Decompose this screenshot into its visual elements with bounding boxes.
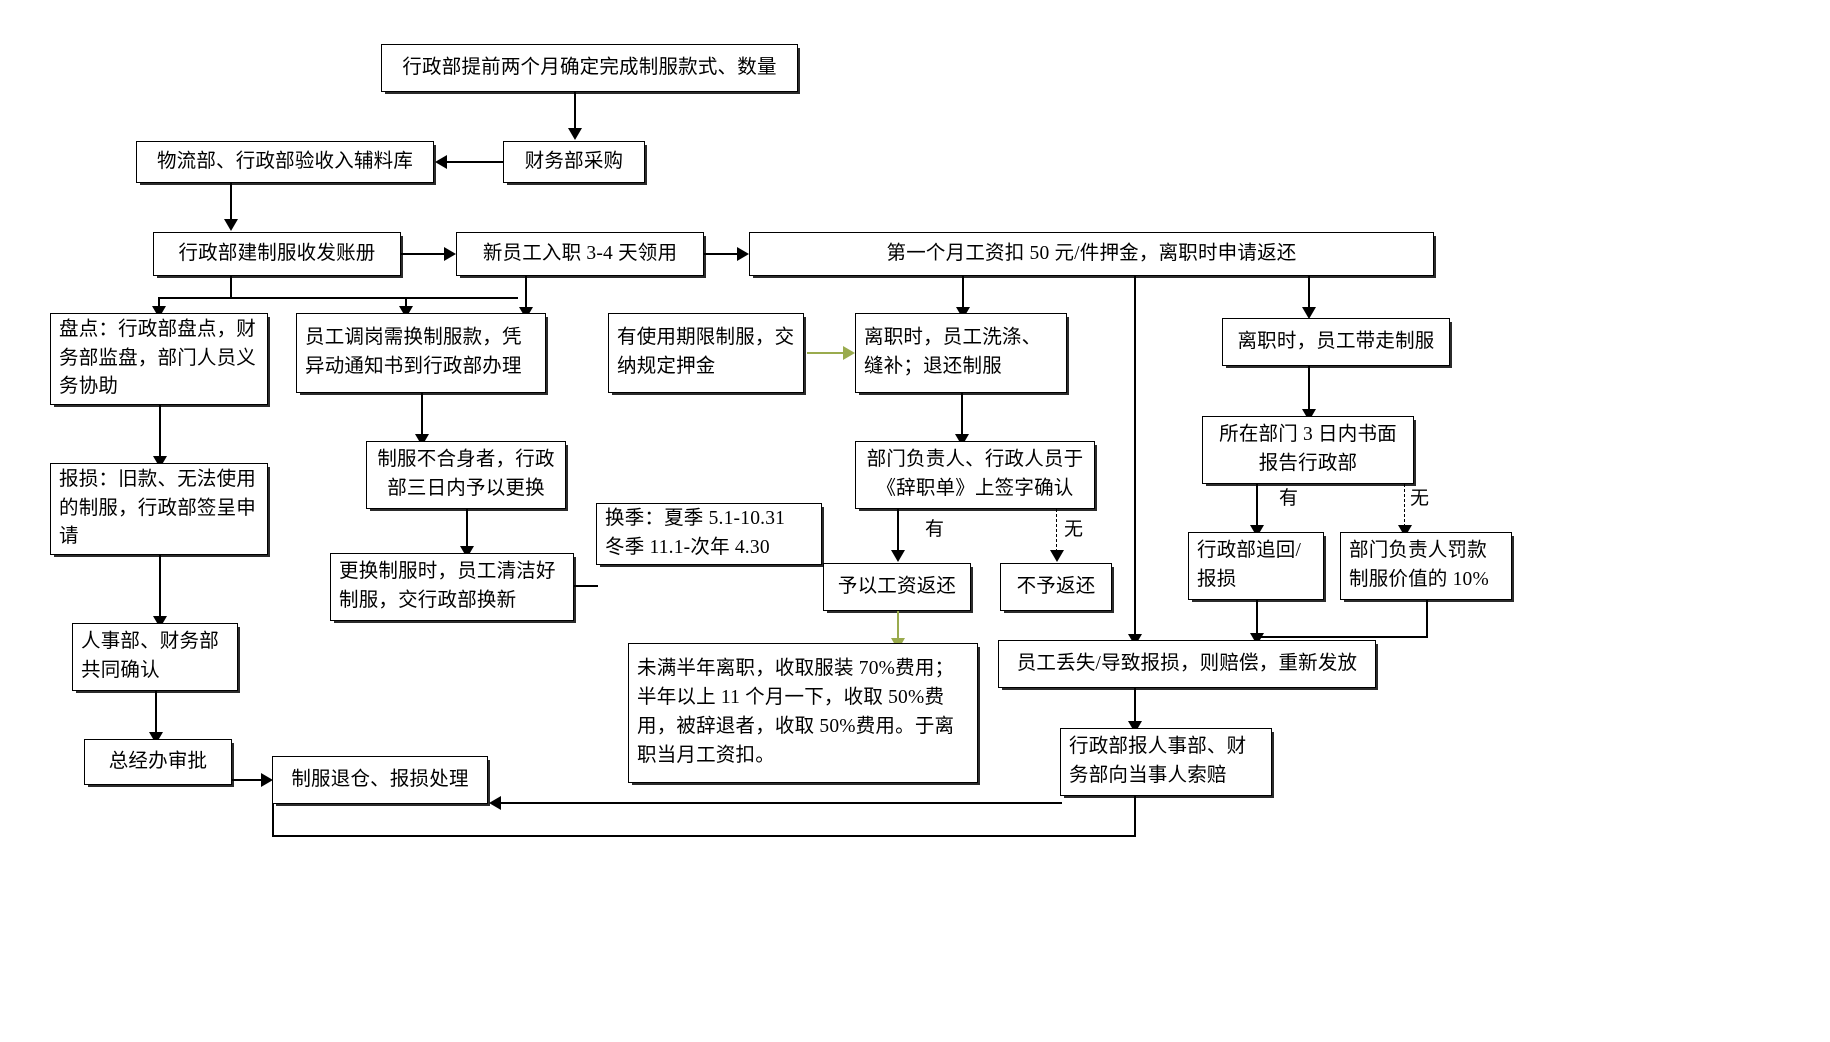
node-uniform-not-fit-replace[interactable]: 制服不合身者，行政部三日内予以更换 — [366, 441, 566, 509]
connector-to-n7 — [158, 297, 160, 313]
edge-label-no-refund: 无 — [1062, 519, 1086, 540]
connector-n6-to-n10 — [962, 276, 964, 314]
node-manager-penalty-10percent[interactable]: 部门负责人罚款制服价值的 10% — [1340, 532, 1512, 600]
connector-n3-to-n2 — [446, 161, 503, 163]
connector-n2-to-n4 — [230, 183, 232, 225]
connector-n14-no — [1056, 509, 1057, 557]
connector-n27-to-n26-upper — [500, 802, 1062, 804]
node-no-refund[interactable]: 不予返还 — [1000, 563, 1112, 611]
connector-n25-to-n26 — [232, 779, 262, 781]
node-inventory-count[interactable]: 盘点：行政部盘点，财务部监盘，部门人员义务协助 — [50, 313, 268, 405]
connector-n24-to-n27 — [1134, 688, 1136, 728]
node-scrap-old-uniform[interactable]: 报损：旧款、无法使用的制服，行政部签呈申请 — [50, 463, 268, 555]
edge-label-yes-refund: 有 — [923, 519, 947, 540]
connector-n6-trunk-down — [1134, 276, 1136, 644]
node-new-employee-collect[interactable]: 新员工入职 3-4 天领用 — [456, 232, 704, 276]
arrowhead-n27-to-n26-upper — [489, 796, 501, 810]
arrowhead-n9-to-n10-green — [843, 346, 855, 360]
arrowhead-n4-to-n5 — [444, 247, 456, 261]
node-transfer-change-uniform[interactable]: 员工调岗需换制服款，凭异动通知书到行政部办理 — [296, 313, 546, 393]
connector-bottom-loop-base — [272, 835, 1136, 837]
connector-n4-down — [230, 276, 232, 298]
edge-label-no-recover: 无 — [1408, 488, 1432, 509]
node-employee-loss-compensate[interactable]: 员工丢失/导致报损，则赔偿，重新发放 — [998, 640, 1376, 688]
connector-n7-to-n12 — [159, 405, 161, 463]
node-finance-purchase[interactable]: 财务部采购 — [503, 141, 645, 183]
connector-n16-leader — [574, 585, 598, 587]
arrowhead-n1-to-n3 — [568, 128, 582, 140]
connector-n18-to-n23-green — [897, 611, 899, 643]
node-hr-finance-confirm[interactable]: 人事部、财务部共同确认 — [72, 623, 238, 691]
connector-n9-to-n10-green — [807, 352, 845, 354]
node-admin-ledger[interactable]: 行政部建制服收发账册 — [153, 232, 401, 276]
node-dept-written-report[interactable]: 所在部门 3 日内书面报告行政部 — [1202, 416, 1414, 484]
connector-n13-to-n17 — [466, 509, 468, 553]
arrowhead-n3-to-n2 — [435, 155, 447, 169]
connector-n11-to-n15 — [1308, 366, 1310, 416]
connector-n20-n21-bus — [1256, 636, 1428, 638]
arrowhead-n14-no — [1050, 550, 1064, 562]
node-salary-refund[interactable]: 予以工资返还 — [823, 563, 971, 611]
arrowhead-n14-yes — [891, 550, 905, 562]
connector-n10-to-n14 — [961, 393, 963, 441]
connector-n6-to-n11 — [1308, 276, 1310, 314]
node-resign-wash-repair[interactable]: 离职时，员工洗涤、缝补；退还制服 — [855, 313, 1067, 393]
edge-label-yes-recover: 有 — [1277, 488, 1301, 509]
connector-n15-yes — [1256, 484, 1258, 532]
node-clean-uniform-exchange[interactable]: 更换制服时，员工清洁好制服，交行政部换新 — [330, 553, 574, 621]
connector-n8-to-n13 — [421, 393, 423, 441]
arrowhead-n6-to-n11 — [1302, 307, 1316, 319]
node-admin-claim-report[interactable]: 行政部报人事部、财务部向当事人索赔 — [1060, 728, 1272, 796]
connector-n12-to-n22 — [159, 555, 161, 623]
arrowhead-n5-to-n6 — [737, 247, 749, 261]
connector-n22-to-n25 — [155, 691, 157, 739]
connector-n14-yes — [897, 509, 899, 557]
node-uniform-style-quantity[interactable]: 行政部提前两个月确定完成制服款式、数量 — [381, 44, 798, 92]
arrowhead-n25-to-n26 — [261, 773, 273, 787]
connector-n1-to-n3 — [574, 92, 576, 134]
connector-bottom-loop-left — [272, 804, 274, 836]
node-uniform-return-scrap[interactable]: 制服退仓、报损处理 — [272, 756, 488, 804]
node-admin-recover-scrap[interactable]: 行政部追回/报损 — [1188, 532, 1324, 600]
connector-n4-to-n5 — [401, 253, 445, 255]
connector-to-n8 — [405, 297, 407, 313]
connector-bottom-loop-right — [1134, 796, 1136, 836]
connector-n20-down — [1256, 600, 1258, 636]
node-resign-form-signature[interactable]: 部门负责人、行政人员于《辞职单》上签字确认 — [855, 441, 1095, 509]
node-resign-fee-rules[interactable]: 未满半年离职，收取服装 70%费用；半年以上 11 个月一下，收取 50%费用，… — [628, 643, 978, 783]
connector-n5-to-n9 — [525, 276, 527, 314]
node-season-change-note[interactable]: 换季：夏季 5.1-10.31 冬季 11.1-次年 4.30 — [596, 503, 822, 565]
node-resign-take-uniform[interactable]: 离职时，员工带走制服 — [1222, 318, 1450, 366]
connector-row3-bus-left — [158, 297, 518, 299]
node-logistics-admin-acceptance[interactable]: 物流部、行政部验收入辅料库 — [136, 141, 434, 183]
node-first-month-deposit[interactable]: 第一个月工资扣 50 元/件押金，离职时申请返还 — [749, 232, 1434, 276]
connector-n5-to-n6 — [704, 253, 738, 255]
node-gm-office-approval[interactable]: 总经办审批 — [84, 739, 232, 785]
arrowhead-n2-to-n4 — [224, 219, 238, 231]
connector-n21-down — [1426, 600, 1428, 636]
connector-n15-no — [1404, 484, 1405, 532]
node-limited-term-uniform[interactable]: 有使用期限制服，交纳规定押金 — [608, 313, 804, 393]
